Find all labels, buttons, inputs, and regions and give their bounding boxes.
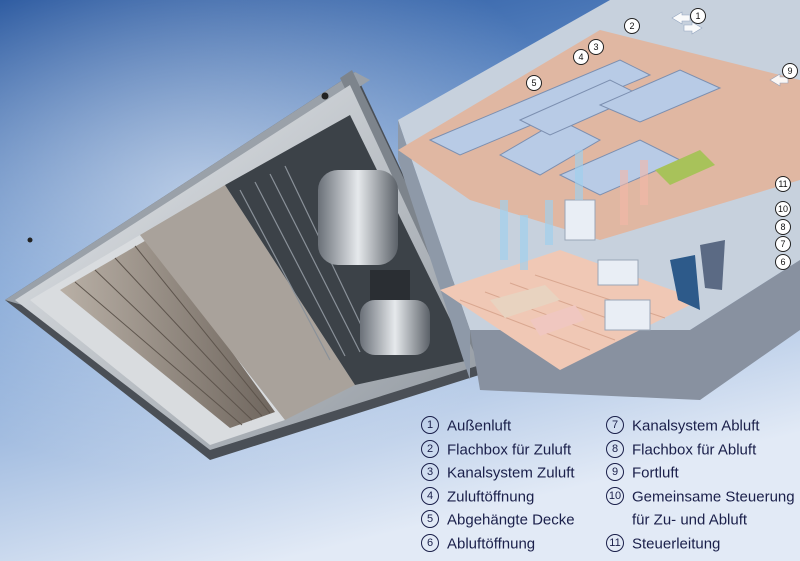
legend-label: Kanalsystem Zuluft <box>447 464 575 482</box>
callout-7: 7 <box>775 236 791 252</box>
legend-item: 9 Fortluft <box>606 461 795 485</box>
legend-number: 2 <box>421 439 439 458</box>
legend-number: 4 <box>421 486 439 505</box>
legend-label: Steuerleitung <box>632 534 721 552</box>
callout-6: 6 <box>775 254 791 270</box>
legend-number: 6 <box>421 533 439 552</box>
legend-item-continuation: für Zu- und Abluft <box>606 508 795 532</box>
legend-item: 7 Kanalsystem Abluft <box>606 414 795 438</box>
legend-column-left: 1 Außenluft 2 Flachbox für Zuluft 3 Kanalsy… <box>421 414 575 555</box>
legend-item: 2 Flachbox für Zuluft <box>421 438 575 462</box>
legend-number: 5 <box>421 510 439 529</box>
ventilation-unit-illustration <box>5 70 495 460</box>
legend-label: Zuluftöffnung <box>447 487 535 505</box>
legend-item: 3 Kanalsystem Zuluft <box>421 461 575 485</box>
legend-label: Fortluft <box>632 464 679 482</box>
airflow-arrow-icon <box>671 11 789 87</box>
legend-item: 10 Gemeinsame Steuerung <box>606 485 795 509</box>
legend-item: 6 Abluftöffnung <box>421 532 575 556</box>
legend-label: für Zu- und Abluft <box>632 511 748 529</box>
callout-10: 10 <box>775 201 791 217</box>
callout-4: 4 <box>573 49 589 65</box>
callout-11: 11 <box>775 176 791 192</box>
building-cutaway-illustration <box>398 0 800 400</box>
legend-number: 8 <box>606 439 624 458</box>
legend-item: 8 Flachbox für Abluft <box>606 438 795 462</box>
callout-9: 9 <box>782 63 798 79</box>
callout-8: 8 <box>775 219 791 235</box>
legend-label: Gemeinsame Steuerung <box>632 487 795 505</box>
legend-label: Außenluft <box>447 417 512 435</box>
legend-column-right: 7 Kanalsystem Abluft 8 Flachbox für Abluft… <box>606 414 795 555</box>
legend-number: 3 <box>421 463 439 482</box>
callout-1: 1 <box>690 8 706 24</box>
legend-number: 11 <box>606 533 624 552</box>
legend-number: 7 <box>606 416 624 435</box>
legend-label: Flachbox für Zuluft <box>447 440 572 458</box>
legend-number: 10 <box>606 486 624 505</box>
legend-number: 1 <box>421 416 439 435</box>
legend-item: 5 Abgehängte Decke <box>421 508 575 532</box>
legend-label: Abluftöffnung <box>447 534 536 552</box>
legend-item: 4 Zuluftöffnung <box>421 485 575 509</box>
legend-label: Kanalsystem Abluft <box>632 417 760 435</box>
legend-item: 1 Außenluft <box>421 414 575 438</box>
callout-2: 2 <box>624 18 640 34</box>
legend-label: Flachbox für Abluft <box>632 440 757 458</box>
legend-item: 11 Steuerleitung <box>606 532 795 556</box>
callout-3: 3 <box>588 39 604 55</box>
legend-number: 9 <box>606 463 624 482</box>
callout-5: 5 <box>526 75 542 91</box>
legend-label: Abgehängte Decke <box>447 511 575 529</box>
